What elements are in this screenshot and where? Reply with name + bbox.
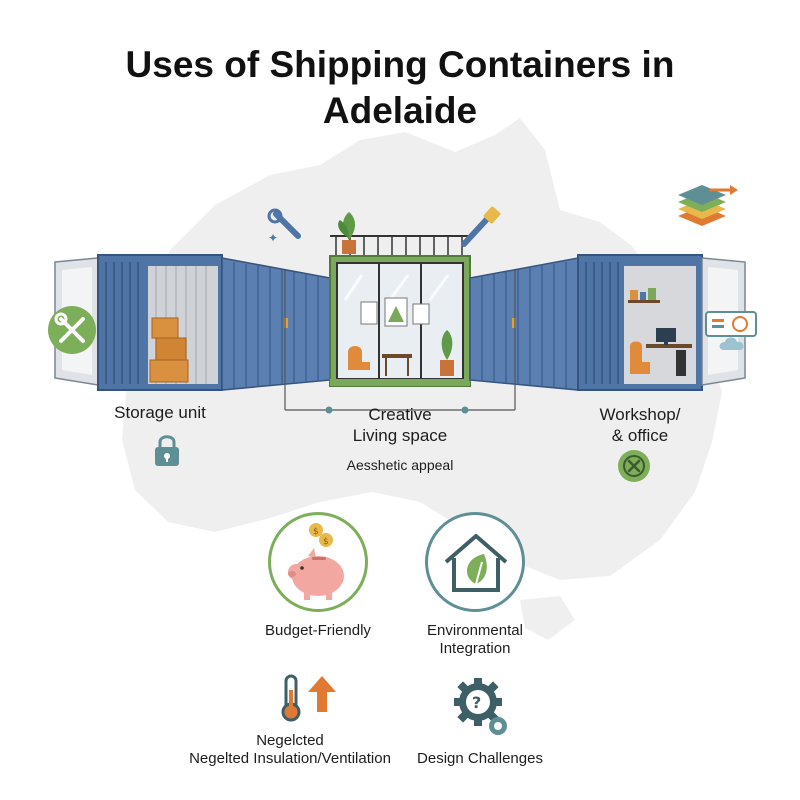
wrench-icon: ✦ xyxy=(267,208,301,244)
storage-unit-label: Storage unit xyxy=(114,403,206,422)
circle-x-icon xyxy=(618,450,650,482)
wrench-screwdriver-icon xyxy=(48,306,96,354)
svg-text:$: $ xyxy=(313,527,319,537)
piggy-bank-icon: $ $ xyxy=(288,523,344,600)
gear-question-icon: ? xyxy=(454,678,507,735)
svg-text:✦: ✦ xyxy=(268,231,278,244)
workshop-container xyxy=(469,254,746,391)
svg-text:?: ? xyxy=(472,693,481,712)
design-challenges-label: Design Challenges xyxy=(417,750,543,767)
aesthetic-appeal-label: Aesshetic appeal xyxy=(346,457,454,473)
dashboard-cloud-icon xyxy=(705,311,757,350)
insulation-ventilation-label: Negelted Insulation/Ventilation xyxy=(189,750,391,767)
office-label: & office xyxy=(611,426,669,445)
environmental-label: Environmental xyxy=(427,622,523,639)
workshop-label: Workshop/ xyxy=(599,405,681,424)
thermometer-icon xyxy=(281,674,336,722)
budget-friendly-label: Budget-Friendly xyxy=(265,622,371,639)
lock-icon xyxy=(155,435,179,466)
svg-text:$: $ xyxy=(323,537,329,547)
living-space-label: Living space xyxy=(352,426,448,445)
paintbrush-icon xyxy=(461,206,501,247)
living-container xyxy=(329,212,471,387)
integration-label: Integration xyxy=(439,640,511,657)
leaf-house-icon xyxy=(444,534,508,592)
creative-label: Creative xyxy=(368,405,432,424)
neglected-label: Negelcted xyxy=(256,732,324,749)
layers-icon xyxy=(678,185,738,226)
page-title: Uses of Shipping Containers in Adelaide xyxy=(125,44,675,131)
containers-illustration xyxy=(54,212,746,414)
